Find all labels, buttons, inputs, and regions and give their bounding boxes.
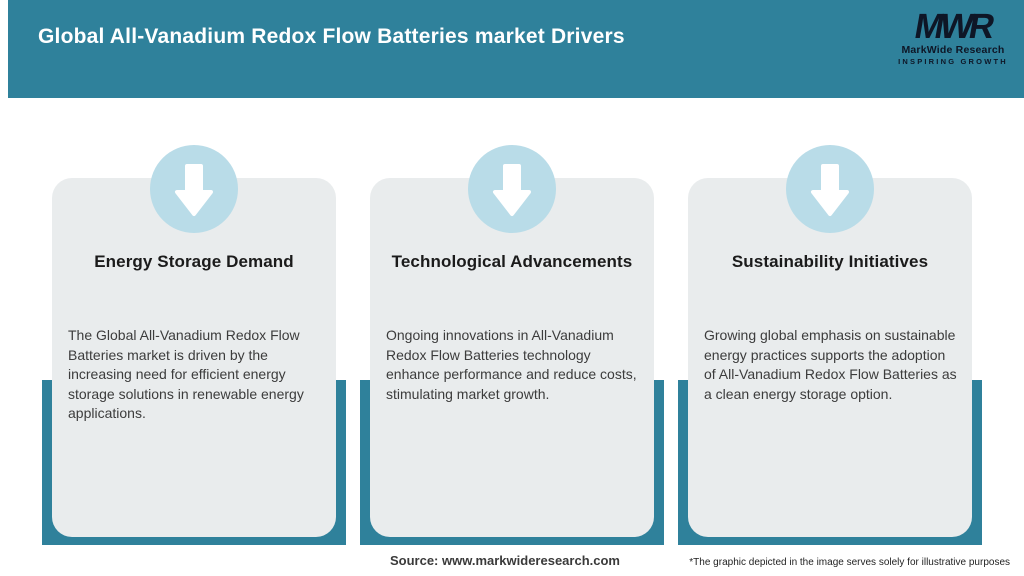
card-description: Growing global emphasis on sustainable e… <box>704 327 957 402</box>
card-title: Technological Advancements <box>391 252 633 271</box>
down-arrow-icon <box>493 164 531 216</box>
logo-tagline: INSPIRING GROWTH <box>898 57 1008 66</box>
card-description: Ongoing innovations in All-Vanadium Redo… <box>386 327 637 402</box>
down-arrow-badge <box>150 145 238 233</box>
down-arrow-badge <box>786 145 874 233</box>
driver-card <box>370 178 654 537</box>
logo-name: MarkWide Research <box>901 44 1005 56</box>
source-text: Source: www.markwideresearch.com <box>389 553 620 568</box>
page-title: Global All-Vanadium Redox Flow Batteries… <box>38 25 625 48</box>
down-arrow-icon <box>175 164 213 216</box>
down-arrow-badge <box>468 145 556 233</box>
driver-card <box>688 178 972 537</box>
driver-card-group-2: Technological Advancements Ongoing innov… <box>360 0 664 576</box>
down-arrow-icon <box>811 164 849 216</box>
driver-card-group-3: Sustainability Initiatives Growing globa… <box>678 0 982 576</box>
driver-card <box>52 178 336 537</box>
header-bar: Global All-Vanadium Redox Flow Batteries… <box>8 0 1024 98</box>
driver-card-group-1: Energy Storage Demand The Global All-Van… <box>42 0 346 576</box>
card-description: The Global All-Vanadium Redox Flow Batte… <box>68 327 304 421</box>
card-title: Sustainability Initiatives <box>731 252 929 271</box>
brand-logo: MWR MarkWide Research INSPIRING GROWTH <box>898 7 1008 66</box>
disclaimer-text: *The graphic depicted in the image serve… <box>689 557 1010 568</box>
card-title: Energy Storage Demand <box>94 252 294 271</box>
